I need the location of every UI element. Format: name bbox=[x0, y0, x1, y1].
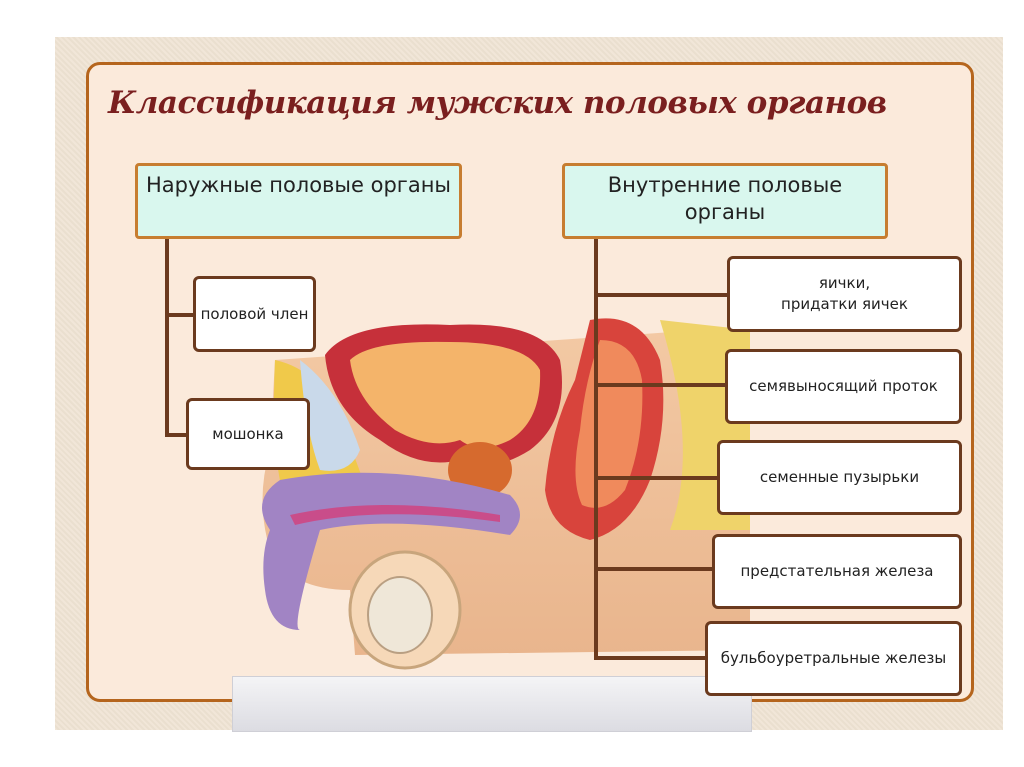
item-vas-deferens: семявыносящий проток bbox=[725, 349, 962, 424]
anatomy-illustration bbox=[262, 318, 750, 670]
connector-external-trunk bbox=[165, 239, 169, 436]
testicle bbox=[367, 576, 433, 654]
connector-internal-3 bbox=[594, 476, 718, 480]
urethra bbox=[290, 505, 500, 525]
item-penis: половой член bbox=[193, 276, 316, 352]
connector-internal-trunk bbox=[594, 239, 598, 660]
model-stand bbox=[232, 676, 752, 732]
item-seminal-vesicles: семенные пузырьки bbox=[717, 440, 962, 515]
pubic-bone bbox=[300, 360, 360, 471]
item-testicles: яички, придатки яичек bbox=[727, 256, 962, 332]
connector-internal-2 bbox=[594, 383, 726, 387]
item-prostate: предстательная железа bbox=[712, 534, 962, 609]
item-bulbourethral-glands: бульбоуретральные железы bbox=[705, 621, 962, 696]
category-internal: Внутренние половые органы bbox=[562, 163, 888, 239]
connector-external-1 bbox=[165, 313, 195, 317]
connector-internal-1 bbox=[594, 293, 728, 297]
bladder-inner bbox=[350, 341, 541, 448]
item-scrotum: мошонка bbox=[186, 398, 310, 470]
category-external: Наружные половые органы bbox=[135, 163, 462, 239]
connector-internal-5 bbox=[594, 656, 706, 660]
rectum-inner bbox=[575, 340, 643, 508]
slide-title: Классификация мужских половых органов bbox=[108, 85, 887, 121]
connector-external-2 bbox=[165, 433, 187, 437]
connector-internal-4 bbox=[594, 567, 714, 571]
